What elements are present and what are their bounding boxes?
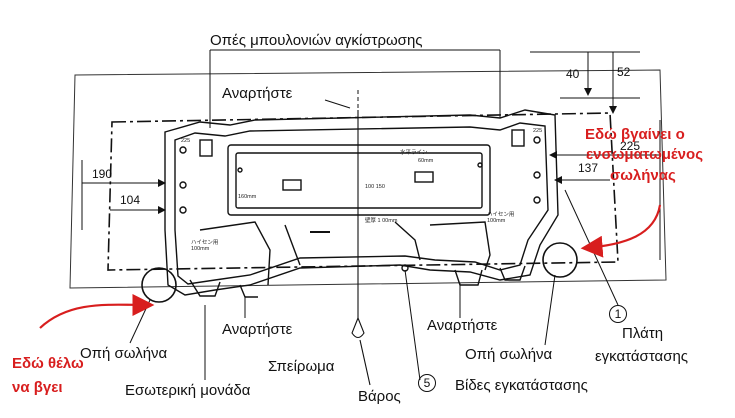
plumb-line: [351, 110, 371, 386]
plate-text-center-top: 水平ライン: [400, 150, 428, 156]
plate-text-center-top2: 60mm: [418, 158, 434, 164]
label-screws: Βίδες εγκατάστασης: [455, 377, 588, 394]
plate-text-center-nums: 100 150: [365, 184, 385, 190]
label-hook-bolt-holes: Οπές μπουλονιών αγκίστρωσης: [210, 32, 423, 49]
plate-text-center-bottom: 壁厚 1 00mm: [365, 218, 398, 224]
annotation-right-line2: ενσωματωμένος: [586, 146, 703, 163]
dim-104: 104: [120, 193, 141, 207]
red-arrows: [39, 204, 662, 329]
marker-1: 1: [609, 305, 627, 323]
marker-1-text: 1: [609, 305, 627, 323]
label-string: Σπείρωμα: [268, 358, 335, 375]
label-pipe-hole-right: Οπή σωλήνα: [465, 346, 553, 363]
installation-plate: [164, 109, 559, 298]
label-weight: Βάρος: [358, 388, 401, 405]
label-hang-bottom-left: Αναρτήστε: [222, 321, 293, 338]
wall-outline: [69, 69, 667, 289]
dim-52: 52: [617, 65, 631, 79]
annotation-left-line2: να βγει: [12, 379, 63, 396]
label-plate-line1: Πλάτη: [622, 325, 664, 342]
plate-text-right-block: ハイセン用 100mm: [487, 212, 515, 225]
pipe-holes: [141, 242, 578, 303]
label-plate-line2: εγκατάστασης: [595, 348, 689, 365]
dim-137: 137: [578, 161, 599, 175]
annotation-right-line1: Εδώ βγαίνει ο: [585, 126, 685, 143]
marker-5-text: 5: [418, 374, 436, 392]
label-hang-bottom-right: Αναρτήστε: [427, 317, 498, 334]
annotation-right-line3: σωλήνας: [610, 167, 676, 184]
label-pipe-hole-left: Οπή σωλήνα: [80, 345, 168, 362]
label-indoor-unit: Εσωτερική μονάδα: [125, 382, 251, 399]
dim-225: 225: [620, 139, 641, 153]
plate-text-center-small: 160mm: [238, 194, 257, 200]
marker-5: 5: [418, 374, 436, 392]
annotation-left-line1: Εδώ θέλω: [12, 355, 84, 372]
plate-text-225-right: 225: [533, 128, 543, 134]
dim-40: 40: [566, 67, 580, 81]
dim-190: 190: [92, 167, 113, 181]
label-hang-top: Αναρτήστε: [222, 85, 293, 102]
plate-text-left-block: ハイセン用 100mm: [191, 240, 219, 253]
plate-text-225-left: 225: [181, 138, 191, 144]
